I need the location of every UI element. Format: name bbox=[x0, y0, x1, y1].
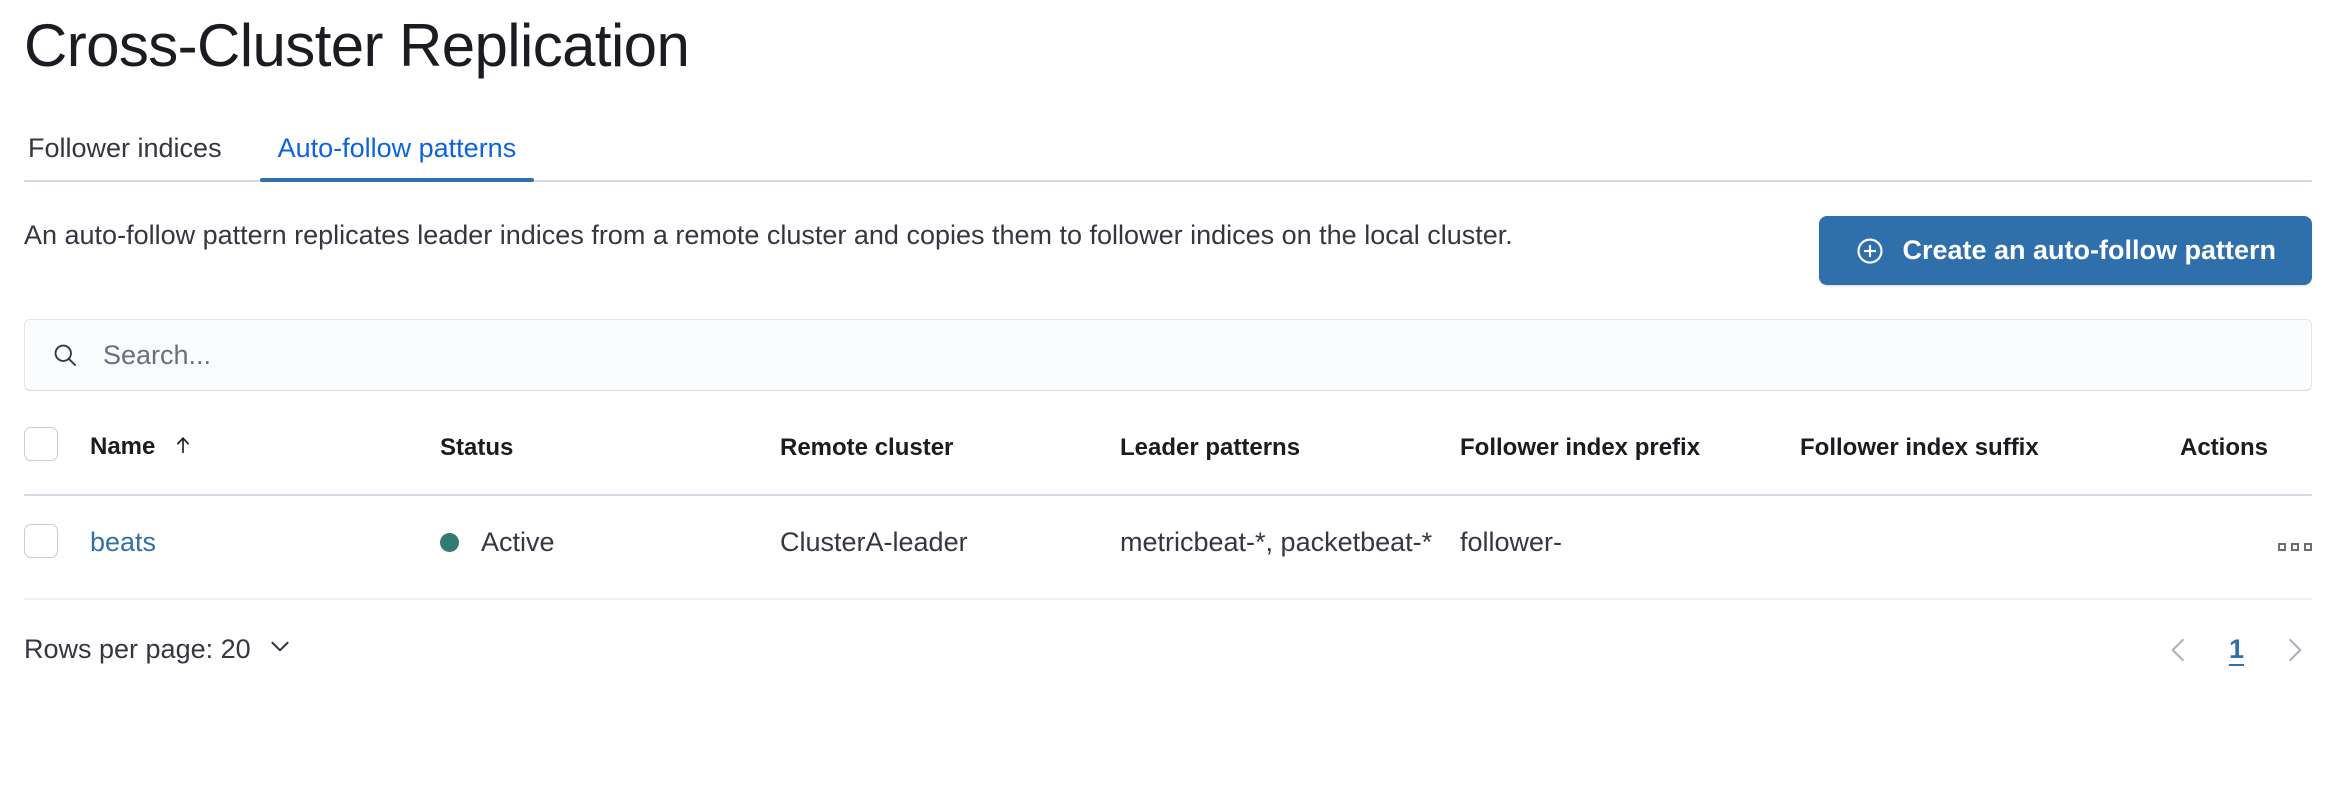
column-header-remote-cluster[interactable]: Remote cluster bbox=[780, 427, 1120, 496]
row-follower-index-suffix-cell bbox=[1800, 495, 2180, 600]
table-header-row: Name Status Remote cluster Leader patter… bbox=[24, 427, 2312, 496]
status-badge: Active bbox=[481, 527, 555, 557]
column-header-status[interactable]: Status bbox=[440, 427, 780, 496]
pagination: 1 bbox=[2161, 632, 2312, 668]
page-title: Cross-Cluster Replication bbox=[24, 12, 690, 79]
table-header: Name Status Remote cluster Leader patter… bbox=[24, 427, 2312, 496]
row-leader-patterns-cell: metricbeat-*, packetbeat-* bbox=[1120, 495, 1460, 600]
ellipsis-horizontal-icon[interactable] bbox=[2278, 543, 2312, 551]
row-select-cell bbox=[24, 495, 90, 600]
column-header-name[interactable]: Name bbox=[90, 427, 440, 496]
tab-bar: Follower indices Auto-follow patterns bbox=[24, 118, 2312, 182]
search-icon bbox=[51, 341, 79, 369]
column-header-name-label: Name bbox=[90, 432, 156, 460]
search-bar[interactable] bbox=[24, 319, 2312, 391]
row-remote-cluster-cell: ClusterA-leader bbox=[780, 495, 1120, 600]
description-row: An auto-follow pattern replicates leader… bbox=[24, 216, 2312, 285]
auto-follow-patterns-table: Name Status Remote cluster Leader patter… bbox=[24, 427, 2312, 600]
plus-in-circle-icon bbox=[1855, 236, 1885, 266]
table-footer: Rows per page: 20 1 bbox=[24, 632, 2312, 668]
status-dot-icon bbox=[440, 532, 459, 552]
table-row: beats Active ClusterA-leader metricbeat-… bbox=[24, 495, 2312, 600]
row-actions-cell bbox=[2180, 495, 2312, 600]
create-auto-follow-pattern-button[interactable]: Create an auto-follow pattern bbox=[1819, 216, 2312, 285]
chevron-right-icon[interactable] bbox=[2276, 632, 2312, 668]
pagination-page-1[interactable]: 1 bbox=[2228, 634, 2244, 665]
arrow-up-icon bbox=[172, 434, 194, 463]
row-status-cell: Active bbox=[440, 495, 780, 600]
description-text: An auto-follow pattern replicates leader… bbox=[24, 220, 1513, 250]
column-header-follower-index-suffix[interactable]: Follower index suffix bbox=[1800, 427, 2180, 496]
tab-auto-follow-patterns[interactable]: Auto-follow patterns bbox=[259, 133, 534, 182]
row-name-cell: beats bbox=[90, 495, 440, 600]
rows-per-page-selector[interactable]: Rows per page: 20 bbox=[24, 633, 293, 666]
column-header-actions: Actions bbox=[2180, 427, 2312, 496]
column-header-follower-index-prefix[interactable]: Follower index prefix bbox=[1460, 427, 1800, 496]
select-all-header bbox=[24, 427, 90, 496]
table-body: beats Active ClusterA-leader metricbeat-… bbox=[24, 495, 2312, 600]
column-header-leader-patterns[interactable]: Leader patterns bbox=[1120, 427, 1460, 496]
rows-per-page-label: Rows per page: 20 bbox=[24, 634, 251, 665]
pattern-name-link[interactable]: beats bbox=[90, 527, 157, 557]
select-all-checkbox[interactable] bbox=[24, 427, 58, 461]
tab-follower-indices-label: Follower indices bbox=[28, 133, 222, 163]
create-auto-follow-pattern-label: Create an auto-follow pattern bbox=[1902, 235, 2276, 265]
row-checkbox[interactable] bbox=[24, 524, 58, 558]
search-input[interactable] bbox=[101, 319, 2285, 391]
tab-follower-indices[interactable]: Follower indices bbox=[24, 135, 226, 180]
tab-auto-follow-patterns-label: Auto-follow patterns bbox=[277, 133, 517, 163]
chevron-down-icon bbox=[267, 633, 293, 666]
chevron-left-icon[interactable] bbox=[2161, 632, 2197, 668]
row-follower-index-prefix-cell: follower- bbox=[1460, 495, 1800, 600]
